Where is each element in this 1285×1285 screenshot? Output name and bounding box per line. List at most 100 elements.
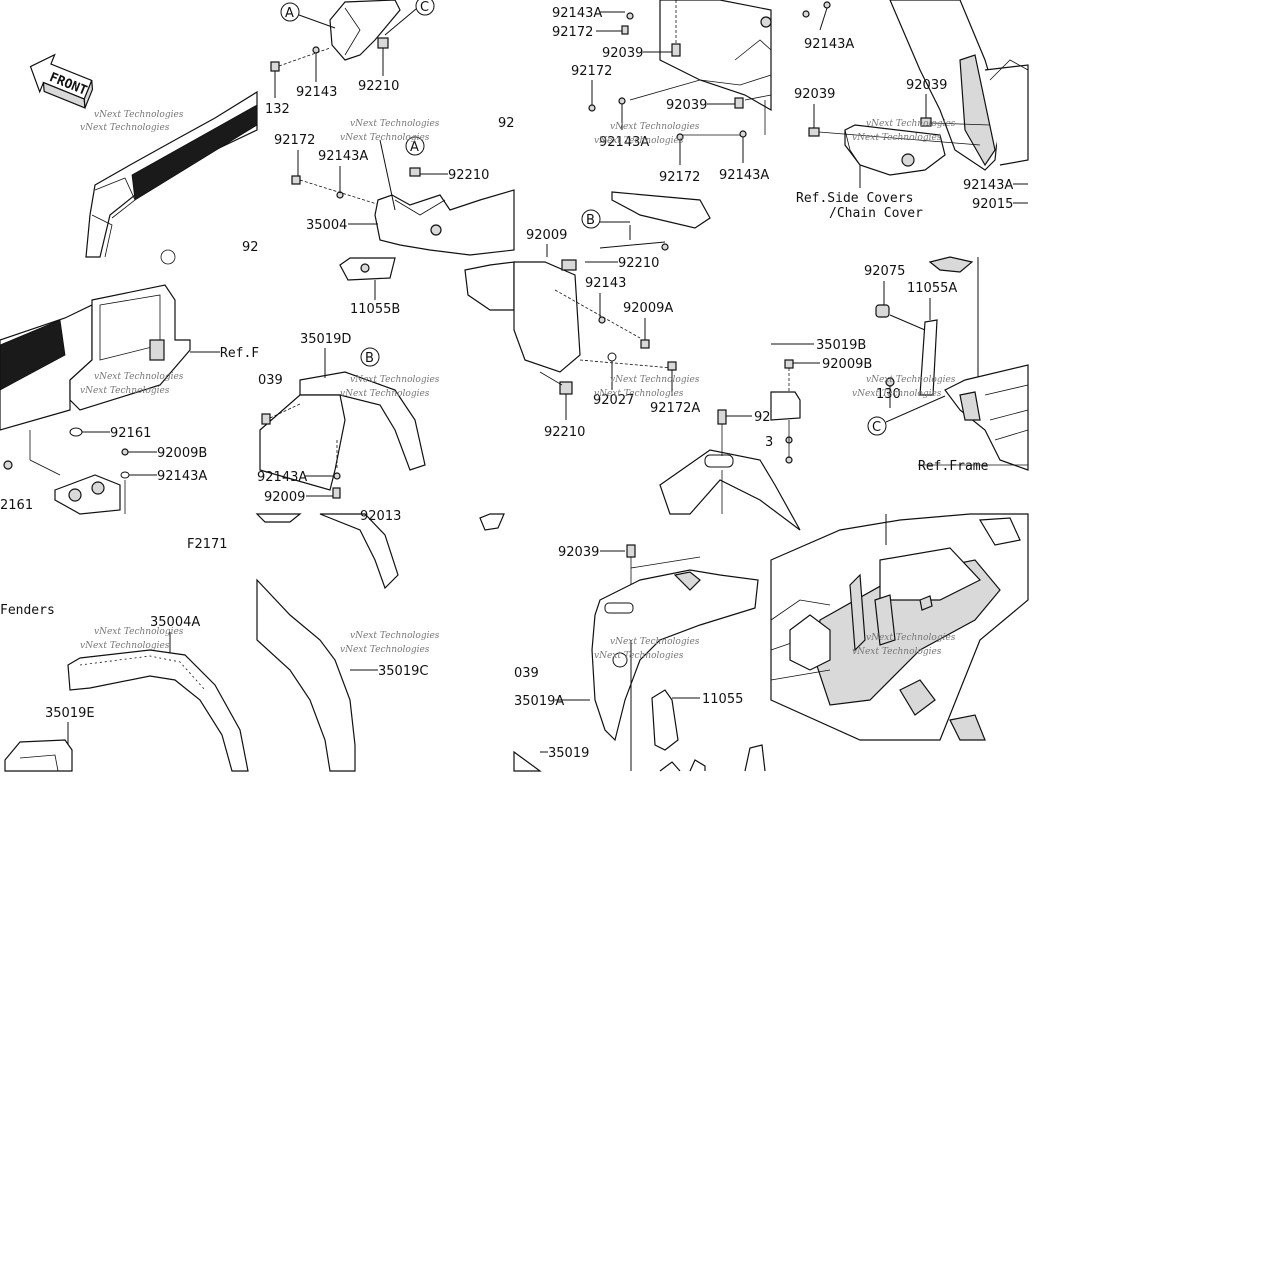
- watermark: vNext Technologies: [852, 389, 942, 399]
- tile-rear-fender-side: 92039 039 35019A 11055 35019 vNext Techn…: [513, 544, 766, 772]
- part-label: 92039: [906, 78, 947, 93]
- part-label: 35004A: [150, 615, 200, 630]
- callout-a: A: [410, 140, 419, 155]
- tile-upper-fender: A C 92210 92143 132 92 A 92172 92143A 92…: [265, 0, 515, 317]
- part-label: 35019E: [45, 706, 95, 721]
- tile-frame-overview: vNext Technologies vNext Technologies: [770, 513, 1029, 741]
- watermark: vNext Technologies: [350, 375, 440, 385]
- ref-fenders: Fenders: [0, 603, 55, 618]
- ref-frame: Ref.Frame: [918, 459, 989, 474]
- ref-chain-cover: /Chain Cover: [829, 206, 923, 221]
- part-label: 11055A: [907, 281, 957, 296]
- part-label: 92039: [666, 98, 707, 113]
- tile-front-bracket: Ref.F vNext Technologies vNext Technolog…: [0, 284, 259, 515]
- tile-front-fender-flare: 35019D B 039 92143A 92009 vNext Technolo…: [257, 332, 440, 505]
- part-label: 92161: [110, 426, 151, 441]
- watermark: vNext Technologies: [94, 372, 184, 382]
- part-label: 92027: [593, 393, 634, 408]
- callout-c: C: [420, 0, 429, 15]
- callout-a: A: [285, 6, 294, 21]
- part-label: 92210: [358, 79, 399, 94]
- watermark: vNext Technologies: [350, 119, 440, 129]
- watermark: vNext Technologies: [610, 122, 700, 132]
- part-label: 92009A: [623, 301, 673, 316]
- watermark: vNext Technologies: [80, 123, 170, 133]
- tile-side-cover: 92143A 92039 92039 Ref.Side Covers /Chai…: [794, 0, 1029, 221]
- part-label: 92039: [794, 87, 835, 102]
- part-label: 92172: [552, 25, 593, 40]
- part-label: 130: [876, 387, 901, 402]
- part-label: 92009: [264, 490, 305, 505]
- part-label: 92210: [448, 168, 489, 183]
- part-label: 92143: [585, 276, 626, 291]
- watermark: vNext Technologies: [80, 641, 170, 651]
- watermark: vNext Technologies: [594, 651, 684, 661]
- watermark: vNext Technologies: [340, 389, 430, 399]
- part-label: 35019D: [300, 332, 351, 347]
- part-label: 92009B: [157, 446, 207, 461]
- watermark: vNext Technologies: [866, 119, 956, 129]
- part-label: 039: [258, 373, 283, 388]
- watermark: vNext Technologies: [80, 386, 170, 396]
- part-label: 92210: [618, 256, 659, 271]
- part-label: 92143A: [804, 37, 854, 52]
- watermark: vNext Technologies: [610, 637, 700, 647]
- watermark: vNext Technologies: [94, 627, 184, 637]
- part-label: 92: [754, 410, 771, 425]
- part-label: 92143A: [599, 135, 649, 150]
- part-label: 92143: [296, 85, 337, 100]
- part-label: 92143A: [257, 470, 307, 485]
- part-label: 35004: [306, 218, 347, 233]
- watermark: vNext Technologies: [866, 375, 956, 385]
- part-label: 92009: [526, 228, 567, 243]
- part-label: 92172A: [650, 401, 700, 416]
- part-label: 92143A: [719, 168, 769, 183]
- part-label: 92: [242, 240, 259, 255]
- watermark: vNext Technologies: [594, 136, 684, 146]
- grille-mesh: [131, 104, 258, 201]
- part-label: 92143A: [318, 149, 368, 164]
- watermark: vNext Technologies: [852, 133, 942, 143]
- part-label: 35019: [548, 746, 589, 761]
- part-label: 3: [765, 435, 773, 450]
- part-label: 92210: [544, 425, 585, 440]
- watermark: vNext Technologies: [94, 110, 184, 120]
- part-label: 92039: [558, 545, 599, 560]
- tile-front-fender-side: 92013 35019C vNext Technologies vNext Te…: [255, 509, 505, 772]
- part-label: 35019C: [378, 664, 428, 679]
- watermark: vNext Technologies: [610, 375, 700, 385]
- part-label: 92009B: [822, 357, 872, 372]
- tile-rear-bracket: 92075 11055A 35019B 92009B 130 C Ref.Fra…: [770, 256, 1029, 474]
- part-label: 92172: [274, 133, 315, 148]
- part-label: 132: [265, 102, 290, 117]
- part-label: 2161: [0, 498, 33, 513]
- callout-b: B: [365, 351, 374, 366]
- part-label: 35019A: [514, 694, 564, 709]
- watermark: vNext Technologies: [350, 631, 440, 641]
- tile-mudguard: 92210 92143 92009A 92027 92172A 92210 92…: [513, 256, 801, 531]
- part-label: 92172: [571, 64, 612, 79]
- watermark: vNext Technologies: [340, 645, 430, 655]
- part-label: 92075: [864, 264, 905, 279]
- watermark: vNext Technologies: [852, 647, 942, 657]
- part-label: 11055: [702, 692, 743, 707]
- callout-c: C: [872, 420, 881, 435]
- tile-rear-fender-upper: 92143A 92172 92039 92172 92039 92143A 92…: [464, 0, 772, 311]
- part-label: 92172: [659, 170, 700, 185]
- part-label: 039: [514, 666, 539, 681]
- part-label: 92143A: [157, 469, 207, 484]
- part-label: 92013: [360, 509, 401, 524]
- part-label: 35019B: [816, 338, 866, 353]
- tile-front-fender: F2171 Fenders 35004A 35019E vNext Techno…: [0, 537, 249, 772]
- watermark: vNext Technologies: [866, 633, 956, 643]
- part-label: 92: [498, 116, 515, 131]
- part-label: 92143A: [552, 6, 602, 21]
- part-label: 92039: [602, 46, 643, 61]
- ref-side-covers: Ref.Side Covers: [796, 191, 913, 206]
- figure-id: F2171: [187, 537, 228, 552]
- part-label: 11055B: [350, 302, 400, 317]
- watermark: vNext Technologies: [340, 133, 430, 143]
- part-label: 92143A: [963, 178, 1013, 193]
- part-label: 92015: [972, 197, 1013, 212]
